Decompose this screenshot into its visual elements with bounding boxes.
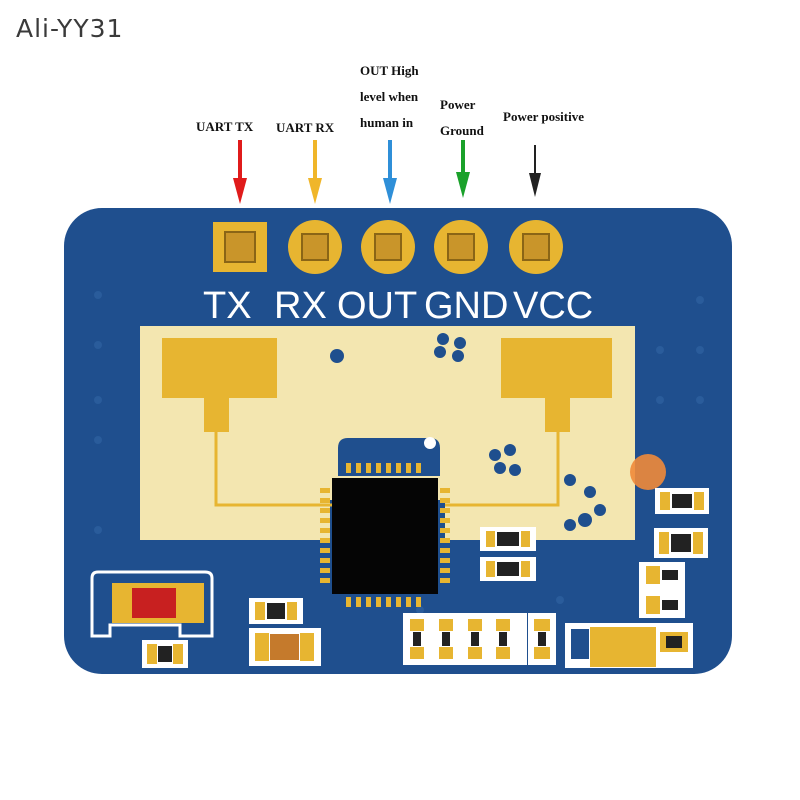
callout-out-line1: OUT High	[360, 63, 419, 78]
callout-gnd-line2: Ground	[440, 123, 484, 138]
power-section	[90, 570, 214, 668]
pin-label-rx: RX	[274, 285, 327, 327]
callout-uart-tx: UART TX	[196, 119, 254, 134]
right-components	[639, 488, 709, 618]
callout-out-line2: level when	[360, 89, 419, 104]
arrow-out-icon	[383, 140, 397, 204]
bottom-right-diode	[565, 623, 693, 668]
pin-label-out: OUT	[337, 285, 417, 327]
pin-label-vcc: VCC	[513, 285, 593, 327]
callout-out: OUT High level when human in	[360, 58, 419, 136]
callout-vcc: Power positive	[503, 109, 584, 124]
arrow-gnd-icon	[456, 140, 470, 198]
watermark: Ali-YY31	[16, 14, 124, 43]
callout-gnd: Power Ground	[440, 92, 484, 144]
tx-antenna-patch	[162, 338, 277, 398]
radar-ic-chip	[332, 478, 438, 594]
callout-out-line3: human in	[360, 115, 414, 130]
led-glow	[630, 454, 666, 490]
arrow-vcc-icon	[529, 145, 541, 197]
callout-gnd-line1: Power	[440, 97, 476, 112]
ic-pins	[320, 463, 450, 607]
resistor-row	[403, 613, 556, 665]
arrow-rx-icon	[308, 140, 322, 204]
rx-antenna-patch	[501, 338, 612, 398]
bottom-center-caps	[249, 598, 321, 666]
pin-header	[213, 220, 563, 274]
callout-uart-rx: UART RX	[276, 120, 335, 135]
arrow-tx-icon	[233, 140, 247, 204]
pin-label-tx: TX	[203, 285, 252, 327]
pin-label-gnd: GND	[424, 285, 508, 327]
capacitor-pair	[480, 527, 536, 581]
